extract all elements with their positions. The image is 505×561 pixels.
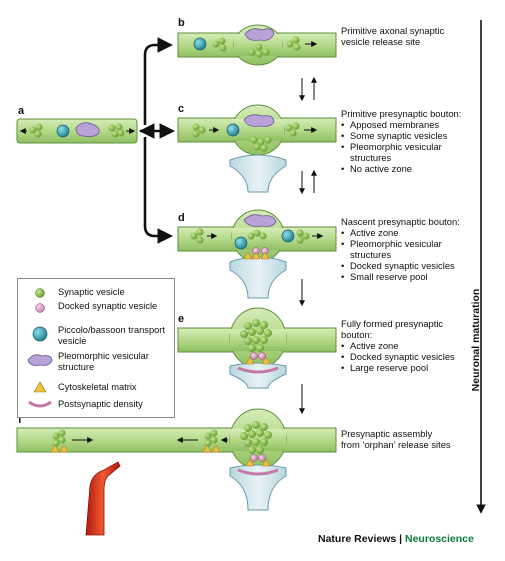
dendrite-e bbox=[229, 362, 287, 389]
panel-e-bullet: Docked synaptic vesicles bbox=[341, 351, 466, 362]
piccolo-bassoon-icon bbox=[32, 326, 48, 342]
cytoskeletal-matrix bbox=[243, 251, 270, 260]
vesicle-cluster bbox=[240, 421, 272, 454]
panel-letter-c: c bbox=[178, 103, 184, 115]
piccolo-bassoon-vesicle bbox=[234, 236, 248, 250]
dendrite-c bbox=[229, 154, 287, 193]
docked-vesicle bbox=[250, 454, 258, 462]
cytoskeletal-matrix bbox=[245, 458, 271, 467]
panel-letter-a: a bbox=[18, 105, 25, 117]
panel-f-description: Presynaptic assembly from ‘orphan’ relea… bbox=[341, 428, 451, 450]
journal-name: Neuroscience bbox=[404, 533, 474, 545]
credit-separator: | bbox=[396, 533, 405, 545]
vesicle-cluster bbox=[248, 43, 270, 58]
legend-label: Synaptic vesicle bbox=[58, 287, 125, 297]
neuronal-maturation-label: Neuronal maturation bbox=[470, 288, 482, 392]
panel-c-bullet: No active zone bbox=[341, 163, 466, 174]
panel-e-title: Fully formed presynaptic bouton: bbox=[341, 318, 444, 340]
panel-e-bullet: Active zone bbox=[341, 340, 466, 351]
publisher-name: Nature Reviews bbox=[318, 533, 397, 545]
piccolo-bassoon-vesicle bbox=[56, 124, 70, 138]
panel-letter-f: f bbox=[18, 414, 22, 426]
progression-arrows bbox=[299, 76, 317, 415]
vesicle-cluster bbox=[286, 36, 301, 51]
vesicle-cluster bbox=[240, 319, 272, 352]
legend: Synaptic vesicle Docked synaptic vesicle… bbox=[17, 278, 175, 418]
vesicle-cluster bbox=[247, 229, 267, 240]
pleomorphic-vesicular-structure bbox=[75, 122, 100, 138]
vesicle-cluster bbox=[29, 123, 43, 138]
panel-d-bullet: Small reserve pool bbox=[341, 271, 461, 282]
panel-d-description: Nascent presynaptic bouton: Active zone … bbox=[341, 216, 461, 282]
panel-letter-b: b bbox=[178, 17, 185, 29]
panel-c-bullet: Some synaptic vesicles bbox=[341, 130, 466, 141]
panel-c-bullet: Pleomorphic vesicular structures bbox=[341, 141, 466, 163]
panel-c-bullet: Apposed membranes bbox=[341, 119, 466, 130]
cytoskeletal-matrix-icon bbox=[33, 381, 47, 393]
panel-e-bullet: Large reserve pool bbox=[341, 362, 466, 373]
panel-d-title: Nascent presynaptic bouton: bbox=[341, 216, 460, 227]
synaptic-vesicle-icon bbox=[35, 288, 45, 298]
docked-vesicle bbox=[250, 352, 258, 360]
panel-d-bullet: Docked synaptic vesicles bbox=[341, 260, 461, 271]
piccolo-bassoon-vesicle bbox=[226, 123, 240, 137]
piccolo-bassoon-vesicle bbox=[193, 37, 207, 51]
vesicle-cluster bbox=[108, 123, 125, 138]
legend-label: Pleomorphic vesicular structure bbox=[58, 351, 149, 372]
vesicle-cluster bbox=[192, 123, 206, 138]
branch-arrows bbox=[138, 37, 176, 244]
orphan-dendrite bbox=[85, 461, 121, 536]
panel-c-title: Primitive presynaptic bouton: bbox=[341, 108, 462, 119]
piccolo-bassoon-vesicle bbox=[281, 229, 295, 243]
panel-c-description: Primitive presynaptic bouton: Apposed me… bbox=[341, 108, 466, 174]
vesicle-cluster bbox=[190, 228, 204, 244]
postsynaptic-density-icon bbox=[28, 400, 52, 408]
legend-label: Docked synaptic vesicle bbox=[58, 301, 158, 311]
vesicle-cluster bbox=[285, 122, 300, 137]
docked-vesicle bbox=[258, 454, 266, 462]
panel-letter-e: e bbox=[178, 313, 184, 325]
panel-d-bullet: Pleomorphic vesicular structures bbox=[341, 238, 461, 260]
legend-label: Postsynaptic density bbox=[58, 399, 143, 409]
pleomorphic-vesicular-structure bbox=[244, 28, 275, 41]
legend-label: Piccolo/bassoon transport vesicle bbox=[58, 325, 165, 346]
orphan-release-site bbox=[50, 429, 69, 453]
docked-vesicle bbox=[258, 352, 266, 360]
pleomorphic-vesicular-structure bbox=[243, 214, 277, 227]
pleomorphic-icon bbox=[27, 354, 53, 366]
vesicle-cluster bbox=[250, 136, 272, 152]
dendrite-d bbox=[229, 256, 287, 299]
legend-label: Cytoskeletal matrix bbox=[58, 382, 137, 392]
panel-d-bullet: Active zone bbox=[341, 227, 461, 238]
cytoskeletal-matrix bbox=[245, 356, 271, 365]
docked-vesicle-icon bbox=[35, 303, 45, 313]
vesicle-cluster bbox=[296, 229, 310, 244]
dendrite-f bbox=[229, 464, 287, 511]
panel-letter-d: d bbox=[178, 212, 185, 224]
pleomorphic-vesicular-structure bbox=[243, 114, 275, 127]
panel-e-description: Fully formed presynaptic bouton: Active … bbox=[341, 318, 466, 373]
vesicle-cluster bbox=[212, 37, 227, 52]
orphan-release-site bbox=[202, 429, 221, 453]
journal-credit: Nature Reviews | Neuroscience bbox=[318, 533, 474, 545]
panel-b-description: Primitive axonal synaptic vesicle releas… bbox=[341, 25, 445, 47]
